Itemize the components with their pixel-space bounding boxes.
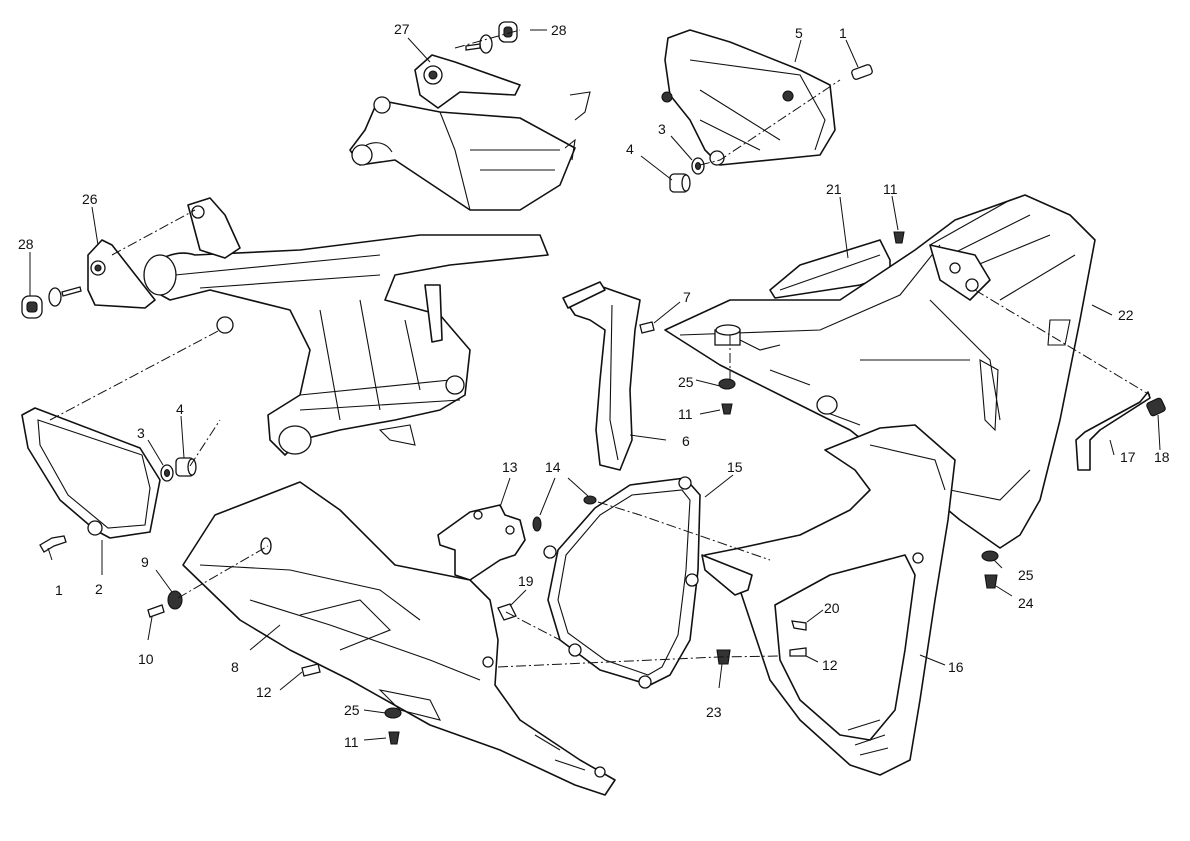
callout-11: 11	[678, 406, 693, 422]
callout-4: 4	[176, 401, 184, 417]
screw-12-right	[789, 647, 807, 657]
bracket-part-17	[1075, 391, 1151, 471]
spacer-3-left	[160, 464, 174, 482]
inner-fairing-part-22	[664, 194, 1096, 549]
callout-25: 25	[1018, 567, 1034, 583]
callout-26: 26	[82, 191, 98, 207]
callout-14: 14	[545, 459, 561, 475]
callout-9: 9	[141, 554, 149, 570]
callout-1: 1	[55, 582, 63, 598]
upper-subframe	[349, 91, 591, 211]
callout-18: 18	[1154, 449, 1170, 465]
screw-11-bottom	[388, 731, 400, 745]
callout-22: 22	[1118, 307, 1134, 323]
callout-16: 16	[948, 659, 964, 675]
washer-25-mid	[718, 378, 736, 390]
callout-5: 5	[795, 25, 803, 41]
screw-12-left	[301, 663, 321, 677]
callout-labels: 27 28 5 1 3 4 21 11 26 28 22 7 25 11 6 3…	[18, 21, 1170, 750]
screw-20	[791, 620, 807, 631]
callout-23: 23	[706, 704, 722, 720]
callout-3: 3	[137, 425, 145, 441]
bracket-part-13	[437, 504, 526, 581]
rubber-mount-28-top	[465, 21, 518, 54]
callout-12: 12	[822, 657, 838, 673]
washer-25-right	[981, 550, 999, 562]
lower-fairing-part-8	[182, 481, 616, 796]
bracket-part-26	[87, 239, 156, 309]
bushing-4-top	[669, 173, 691, 193]
alignment-lines	[49, 29, 1151, 668]
callout-25: 25	[344, 702, 360, 718]
leader-lines	[29, 29, 1161, 741]
callout-8: 8	[231, 659, 239, 675]
callout-21: 21	[826, 181, 842, 197]
clip-14	[532, 516, 542, 532]
callout-28: 28	[18, 236, 34, 252]
bracket-part-6	[562, 281, 641, 471]
callout-2: 2	[95, 581, 103, 597]
callout-10: 10	[138, 651, 154, 667]
side-cover-part-2	[21, 407, 161, 539]
callout-24: 24	[1018, 595, 1034, 611]
callout-25: 25	[678, 374, 694, 390]
rubber-mount-28-left	[21, 286, 82, 319]
bracket-part-27	[414, 54, 521, 109]
clip-9	[167, 590, 183, 610]
callout-11: 11	[883, 181, 898, 197]
main-frame	[143, 197, 549, 456]
trim-frame-part-15	[543, 476, 701, 689]
screw-24	[984, 574, 998, 589]
callout-11: 11	[344, 734, 359, 750]
screw-11-mid	[721, 403, 733, 415]
callout-12: 12	[256, 684, 272, 700]
screw-1-top	[851, 64, 873, 80]
spacer-3-top	[691, 157, 705, 175]
callout-15: 15	[727, 459, 743, 475]
bushing-4-left	[175, 457, 197, 477]
callout-6: 6	[682, 433, 690, 449]
callout-3: 3	[658, 121, 666, 137]
callout-17: 17	[1120, 449, 1136, 465]
washer-25-bottom	[384, 707, 402, 719]
screw-7	[639, 321, 655, 334]
screw-11-top	[893, 231, 905, 244]
callout-13: 13	[502, 459, 518, 475]
screw-10	[147, 604, 165, 618]
screw-1-left	[39, 535, 67, 553]
rubber-18	[1146, 397, 1166, 417]
callout-1: 1	[839, 25, 847, 41]
callout-4: 4	[626, 141, 634, 157]
callout-27: 27	[394, 21, 410, 37]
bracket-part-5	[661, 29, 836, 166]
callout-19: 19	[518, 573, 534, 589]
screw-14-b	[583, 495, 597, 505]
side-fairing-part-16	[701, 424, 956, 776]
callout-20: 20	[824, 600, 840, 616]
callout-7: 7	[683, 289, 691, 305]
callout-28: 28	[551, 22, 567, 38]
